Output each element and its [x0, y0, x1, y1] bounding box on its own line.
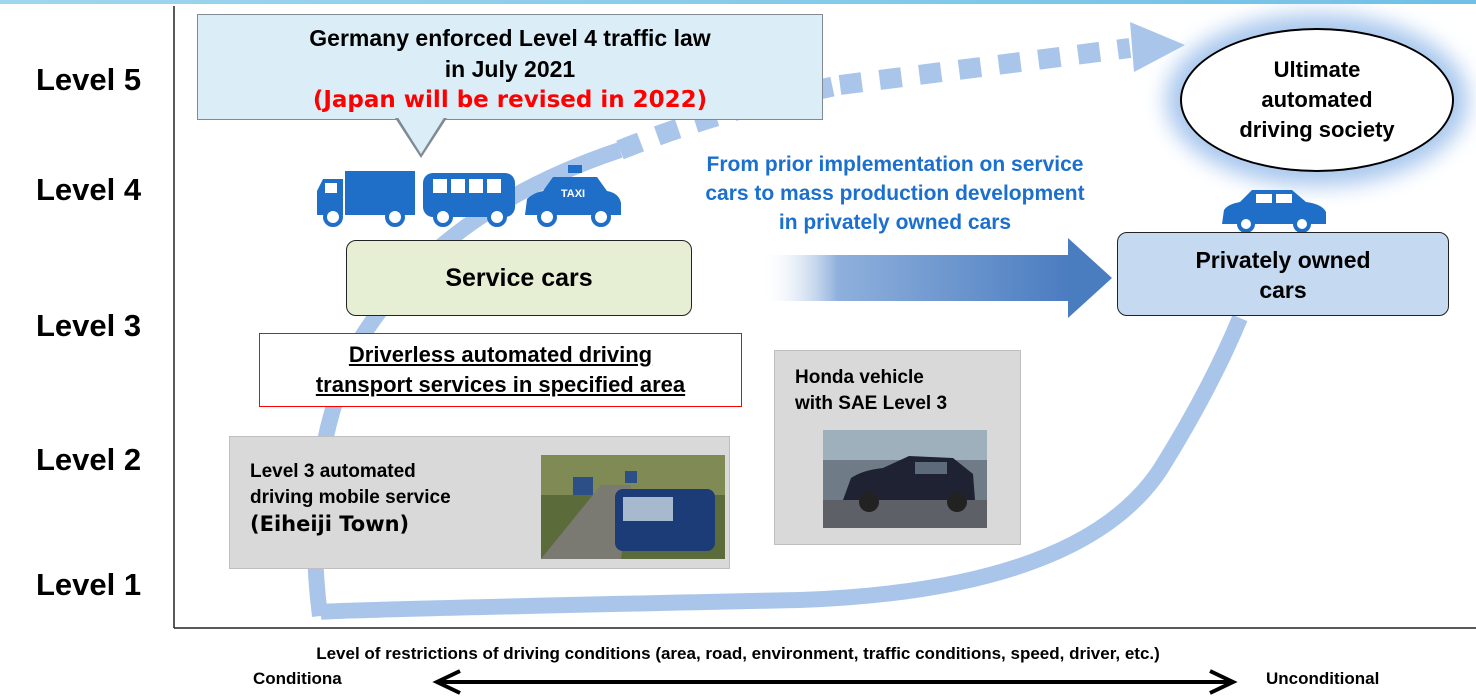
level-1-label: Level 1 — [36, 567, 142, 602]
dashed-arrowhead — [1130, 22, 1185, 72]
bus-icon — [423, 173, 515, 227]
germany-law-callout: Germany enforced Level 4 traffic law in … — [197, 14, 823, 120]
restrictions-caption: Level of restrictions of driving conditi… — [316, 644, 1160, 663]
level-4-label: Level 4 — [36, 172, 142, 207]
eiheiji-description: Level 3 automated driving mobile service — [250, 461, 451, 508]
private-car-icon — [1222, 190, 1326, 232]
callout-line-1: Germany enforced Level 4 traffic law — [309, 25, 711, 51]
progress-arrowhead — [1068, 238, 1112, 318]
honda-vehicle-text: Honda vehicle with SAE Level 3 — [795, 367, 948, 414]
eiheiji-shuttle-photo — [541, 455, 725, 559]
transition-note: From prior implementation on service car… — [705, 153, 1085, 234]
level-5-label: Level 5 — [36, 62, 142, 97]
ultimate-society-ellipse: Ultimate automated driving society — [1180, 28, 1454, 172]
curve-dashed-top-2 — [838, 38, 1132, 95]
honda-car-photo — [823, 430, 987, 528]
callout-line-2: in July 2021 — [444, 56, 576, 82]
callout-tail — [395, 116, 447, 158]
driverless-services-box: Driverless automated driving transport s… — [259, 333, 742, 407]
top-border — [0, 0, 1476, 4]
eiheiji-town-label: (Eiheiji Town) — [250, 512, 410, 536]
taxi-icon: TAXI — [525, 165, 621, 227]
truck-icon — [317, 171, 415, 227]
service-vehicles-group: TAXI — [317, 165, 621, 227]
eiheiji-service-box: Level 3 automated driving mobile service… — [229, 436, 730, 569]
eiheiji-service-text: Level 3 automated driving mobile service… — [250, 459, 451, 539]
double-arrow-right-head — [1209, 669, 1238, 695]
service-cars-box: Service cars — [346, 240, 692, 316]
privately-owned-cars-box: Privately owned cars — [1117, 232, 1449, 316]
conditional-label: Conditiona — [253, 669, 342, 688]
progress-arrow-body — [760, 255, 1070, 301]
honda-vehicle-box: Honda vehicle with SAE Level 3 — [774, 350, 1021, 545]
unconditional-label: Unconditional — [1266, 669, 1380, 688]
callout-japan-note: (Japan will be revised in 2022) — [312, 87, 708, 113]
curve-bottom-rising — [318, 314, 1248, 620]
taxi-sign-text: TAXI — [561, 188, 585, 200]
level-3-label: Level 3 — [36, 308, 142, 343]
level-2-label: Level 2 — [36, 442, 142, 477]
double-arrow-left-head — [432, 669, 461, 695]
